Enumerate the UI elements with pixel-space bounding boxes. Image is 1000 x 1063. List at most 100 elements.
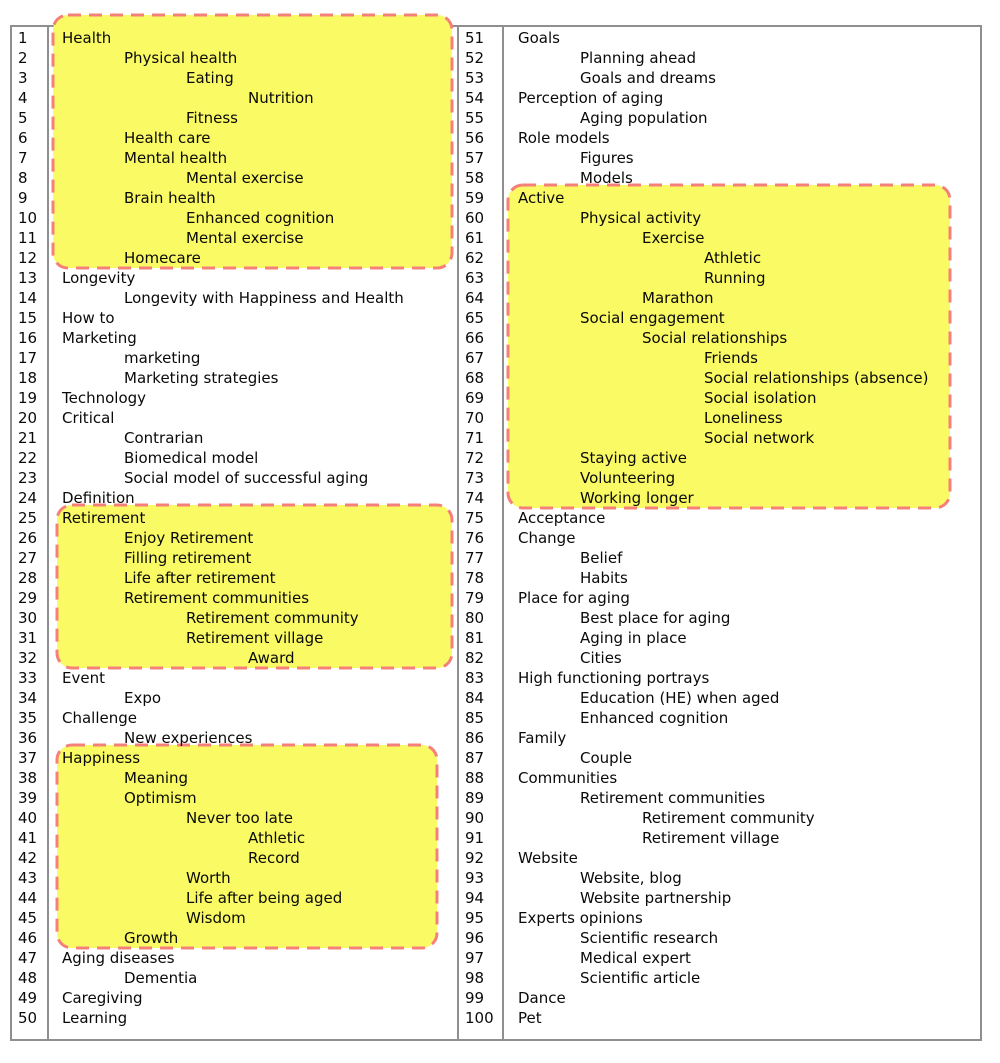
row-number: 52 [465, 49, 485, 67]
row-number: 35 [18, 709, 38, 727]
row-number: 48 [18, 969, 38, 987]
row-number: 41 [18, 829, 38, 847]
row-label: Mental health [124, 149, 228, 167]
row-number: 10 [18, 209, 38, 227]
row-number: 56 [465, 129, 485, 147]
row-label: Retirement community [186, 609, 359, 627]
list-item: 8 Mental exercise [10, 168, 457, 188]
row-label: Marketing strategies [124, 369, 279, 387]
row-number: 83 [465, 669, 485, 687]
row-number: 28 [18, 569, 38, 587]
row-label: How to [62, 309, 115, 327]
row-label: Website, blog [580, 869, 682, 887]
highlight-box-retirement [55, 503, 454, 670]
row-label: Social relationships (absence) [704, 369, 929, 387]
row-number: 77 [465, 549, 485, 567]
row-number: 100 [465, 1009, 494, 1027]
row-number: 69 [465, 389, 485, 407]
list-item: 93 Website, blog [457, 868, 982, 888]
row-number: 11 [18, 229, 38, 247]
row-label: Wisdom [186, 909, 246, 927]
column-divider [47, 25, 49, 1041]
row-label: Aging diseases [62, 949, 175, 967]
row-number: 93 [465, 869, 485, 887]
row-number: 50 [18, 1009, 38, 1027]
row-number: 29 [18, 589, 38, 607]
row-label: Social engagement [580, 309, 725, 327]
row-number: 92 [465, 849, 485, 867]
row-number: 39 [18, 789, 38, 807]
row-label: New experiences [124, 729, 253, 747]
row-label: Figures [580, 149, 634, 167]
row-number: 94 [465, 889, 485, 907]
row-label: Education (HE) when aged [580, 689, 780, 707]
row-number: 87 [465, 749, 485, 767]
row-number: 49 [18, 989, 38, 1007]
highlight-box-health [51, 13, 454, 270]
row-label: Belief [580, 549, 623, 567]
row-label: Goals [518, 29, 560, 47]
row-label: Social isolation [704, 389, 817, 407]
row-label: Place for aging [518, 589, 630, 607]
row-number: 62 [465, 249, 485, 267]
row-label: Caregiving [62, 989, 143, 1007]
row-number: 13 [18, 269, 38, 287]
list-item: 69 Social isolation [457, 388, 982, 408]
row-label: Expo [124, 689, 162, 707]
row-label: marketing [124, 349, 201, 367]
row-label: Homecare [124, 249, 201, 267]
row-number: 45 [18, 909, 38, 927]
row-number: 8 [18, 169, 28, 187]
row-number: 98 [465, 969, 485, 987]
highlight-box-active [506, 183, 952, 510]
row-label: Aging population [580, 109, 708, 127]
row-number: 27 [18, 549, 38, 567]
row-number: 91 [465, 829, 485, 847]
row-number: 22 [18, 449, 38, 467]
row-number: 61 [465, 229, 485, 247]
row-label: Aging in place [580, 629, 687, 647]
row-number: 74 [465, 489, 485, 507]
row-label: Biomedical model [124, 449, 259, 467]
row-number: 25 [18, 509, 38, 527]
row-label: Definition [62, 489, 135, 507]
row-number: 89 [465, 789, 485, 807]
row-number: 34 [18, 689, 38, 707]
row-label: Mental exercise [186, 169, 304, 187]
row-number: 53 [465, 69, 485, 87]
row-number: 42 [18, 849, 38, 867]
row-label: Event [62, 669, 105, 687]
row-number: 59 [465, 189, 485, 207]
row-number: 46 [18, 929, 38, 947]
row-number: 84 [465, 689, 485, 707]
